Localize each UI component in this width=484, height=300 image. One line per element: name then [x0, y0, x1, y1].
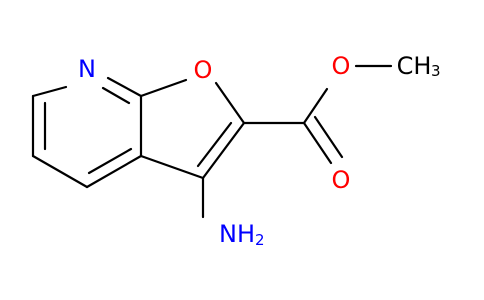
methyl-subscript: 3: [431, 62, 441, 80]
bond-c2-c3: [201, 121, 246, 180]
furan-oxygen-label: O: [194, 56, 213, 84]
bond-c3-c3a: [85, 154, 143, 189]
bond-c4-c3: [31, 154, 89, 189]
ester-ether-oxygen-label: O: [332, 52, 351, 80]
bond-c2-c3-inner: [196, 121, 233, 168]
bond-c7a-o: [139, 78, 188, 98]
bond-carbonyl-double-1: [302, 121, 333, 165]
bond-c5-n: [31, 85, 68, 98]
bond-carbonyl-c-o-ether: [302, 87, 329, 125]
ring-nitrogen-label: N: [78, 55, 96, 83]
amino-subscript: 2: [255, 231, 265, 249]
bond-carbonyl-double-2: [313, 115, 344, 159]
bond-c7a-n-inner: [101, 86, 131, 105]
bond-c7a-n: [106, 76, 143, 98]
methyl-label: CH: [397, 52, 432, 80]
amino-label: NH: [219, 220, 255, 248]
bond-o-c2: [214, 81, 246, 125]
carbonyl-oxygen-label: O: [332, 166, 351, 194]
bond-c3-c3a-furan: [139, 154, 205, 180]
bond-c3-c3a-inner: [87, 147, 133, 175]
